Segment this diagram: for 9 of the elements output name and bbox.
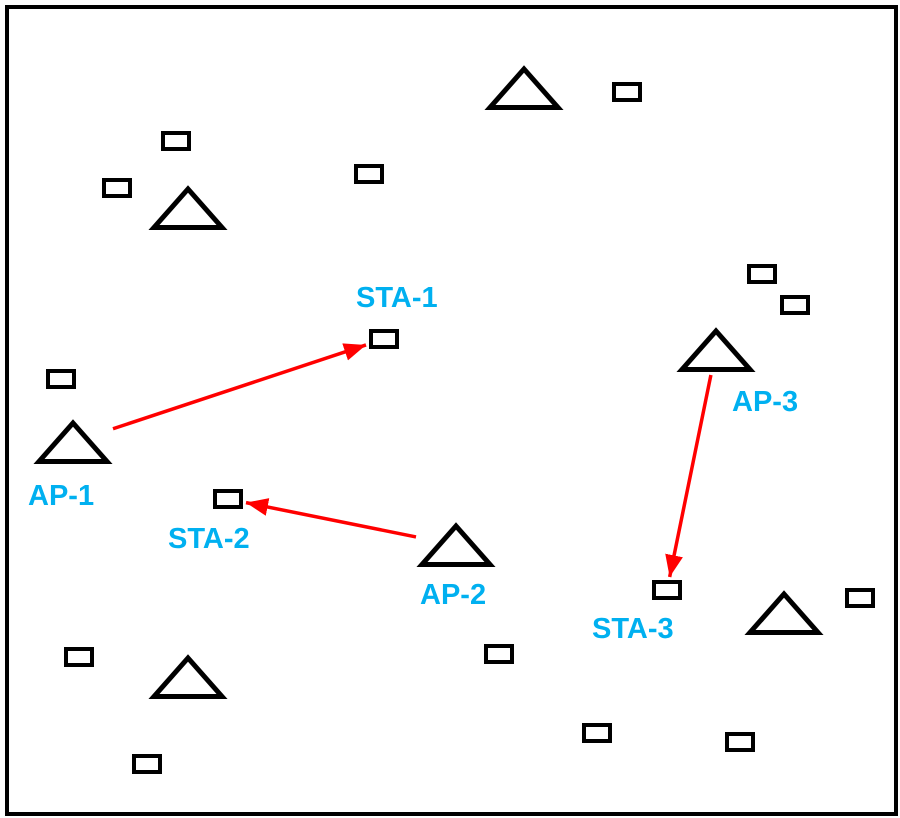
arrow xyxy=(665,374,713,578)
node-label: STA-2 xyxy=(168,525,250,554)
arrow xyxy=(246,498,416,539)
node-label: AP-1 xyxy=(28,482,94,511)
node-label: STA-1 xyxy=(356,284,438,313)
node-label: STA-3 xyxy=(592,615,674,644)
arrow xyxy=(112,343,367,430)
node-label: AP-3 xyxy=(732,388,798,417)
node-label: AP-2 xyxy=(420,581,486,610)
